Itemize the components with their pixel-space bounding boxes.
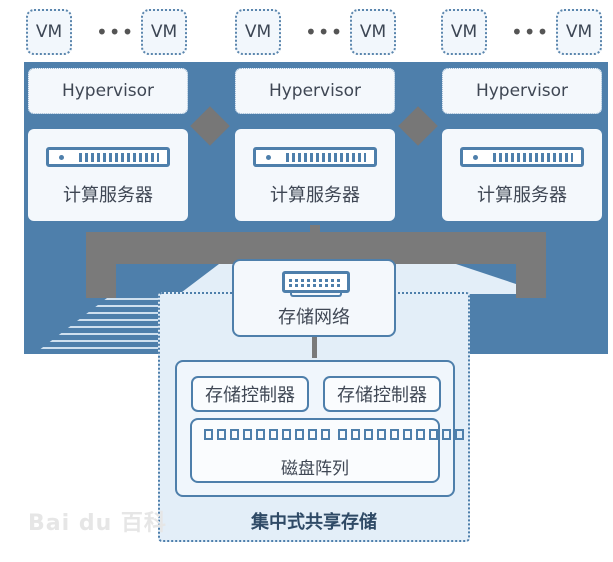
storage-network-box: 存储网络 <box>232 259 396 337</box>
network-switch-icon <box>282 271 350 293</box>
disk-icon <box>230 429 239 440</box>
connector-left-drop <box>86 232 116 298</box>
vm-label: VM <box>244 22 272 42</box>
compute-server: 计算服务器 <box>28 129 188 221</box>
disk-icon <box>403 429 412 440</box>
disk-icon <box>351 429 360 440</box>
ellipsis: ••• <box>511 20 550 44</box>
vm-box: VM <box>26 9 72 55</box>
ellipsis: ••• <box>96 20 135 44</box>
hypervisor-box: Hypervisor <box>28 68 188 114</box>
disk-icon <box>282 429 291 440</box>
disk-icon <box>295 429 304 440</box>
disk-array-box: 磁盘阵列 <box>190 418 464 483</box>
disk-icon <box>377 429 386 440</box>
vm-label: VM <box>450 22 478 42</box>
hypervisor-box: Hypervisor <box>235 68 395 114</box>
vm-box: VM <box>556 9 602 55</box>
server-label: 计算服务器 <box>63 185 153 206</box>
storage-title: 集中式共享存储 <box>251 512 377 533</box>
vm-label: VM <box>565 22 593 42</box>
controller-label: 存储控制器 <box>337 385 427 406</box>
hypervisor-label: Hypervisor <box>268 81 362 101</box>
disk-icon <box>217 429 226 440</box>
server-label: 计算服务器 <box>477 185 567 206</box>
vm-box: VM <box>235 9 281 55</box>
vm-label: VM <box>35 22 63 42</box>
disk-icon <box>243 429 252 440</box>
disk-cells <box>204 429 464 440</box>
server-rack-icon <box>46 147 170 167</box>
server-rack-icon <box>253 147 377 167</box>
disk-array-label: 磁盘阵列 <box>281 459 349 479</box>
disk-icon <box>364 429 373 440</box>
vm-box: VM <box>141 9 187 55</box>
storage-controller: 存储控制器 <box>191 376 309 412</box>
disk-icon <box>321 429 330 440</box>
controller-label: 存储控制器 <box>205 385 295 406</box>
server-rack-icon <box>460 147 584 167</box>
vm-box: VM <box>441 9 487 55</box>
vm-label: VM <box>150 22 178 42</box>
hypervisor-label: Hypervisor <box>61 81 155 101</box>
disk-icon <box>390 429 399 440</box>
hypervisor-box: Hypervisor <box>442 68 602 114</box>
storage-controller: 存储控制器 <box>323 376 441 412</box>
hypervisor-label: Hypervisor <box>475 81 569 101</box>
watermark-logo: Bai du 百科 <box>28 511 167 536</box>
disk-icon <box>338 429 347 440</box>
vm-box: VM <box>350 9 396 55</box>
disk-icon <box>429 429 438 440</box>
disk-icon <box>256 429 265 440</box>
connector-network-storage <box>312 336 317 358</box>
connector-right-drop <box>516 232 546 298</box>
disk-icon <box>308 429 317 440</box>
disk-icon <box>455 429 464 440</box>
disk-icon <box>416 429 425 440</box>
disk-icon <box>204 429 213 440</box>
disk-icon <box>442 429 451 440</box>
ellipsis: ••• <box>305 20 344 44</box>
vm-label: VM <box>359 22 387 42</box>
compute-server: 计算服务器 <box>442 129 602 221</box>
compute-server: 计算服务器 <box>235 129 395 221</box>
disk-icon <box>269 429 278 440</box>
connector-center-drop <box>310 225 320 261</box>
switch-base <box>290 293 342 297</box>
storage-network-label: 存储网络 <box>278 307 350 328</box>
server-label: 计算服务器 <box>270 185 360 206</box>
